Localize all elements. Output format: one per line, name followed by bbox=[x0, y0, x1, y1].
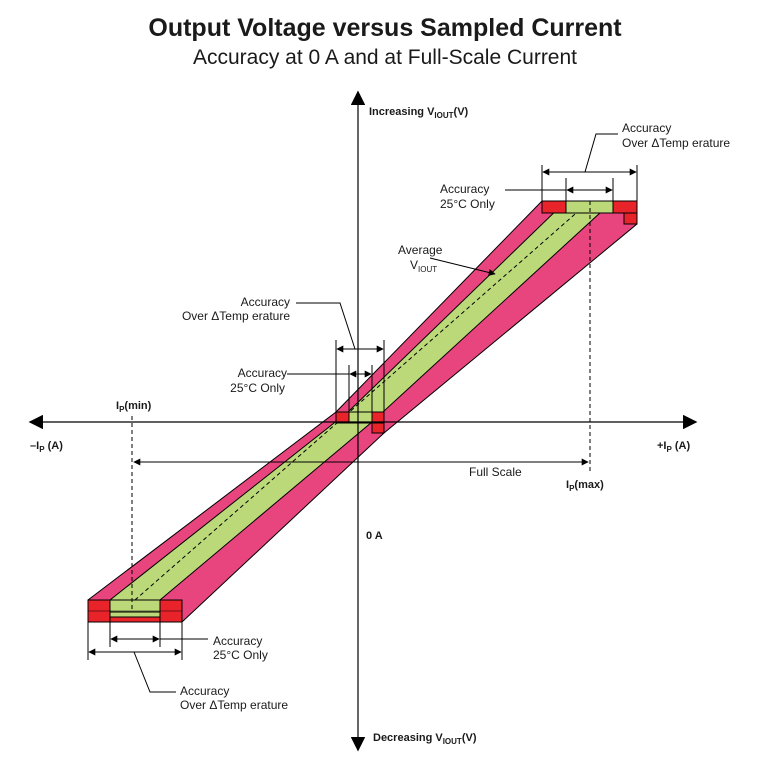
mid-dimension-lines bbox=[287, 302, 385, 412]
x-axis-left-label: –IP (A) bbox=[30, 440, 63, 454]
x-axis-right-label: +IP (A) bbox=[657, 440, 690, 454]
bottom-temp-accuracy-line1: Accuracy bbox=[180, 684, 229, 698]
mid-temp-accuracy-line1: Accuracy bbox=[241, 295, 290, 309]
bottom-error-box bbox=[87, 599, 183, 623]
ip-min-label: IP(min) bbox=[116, 400, 152, 414]
mid-25c-accuracy-line2: 25°C Only bbox=[230, 381, 285, 395]
bottom-dimension-lines bbox=[87, 622, 208, 693]
top-temp-accuracy-line1: Accuracy bbox=[622, 121, 671, 135]
origin-label: 0 A bbox=[366, 530, 383, 542]
top-dimension-lines bbox=[505, 133, 638, 201]
average-label-line2: VIOUT bbox=[410, 258, 437, 274]
mid-temp-accuracy-line2: Over ΔTemp erature bbox=[182, 309, 290, 323]
top-25c-accuracy-line2: 25°C Only bbox=[440, 197, 495, 211]
top-25c-accuracy-line1: Accuracy bbox=[440, 182, 489, 196]
ip-max-label: IP(max) bbox=[566, 479, 604, 493]
bottom-25c-accuracy-line1: Accuracy bbox=[213, 634, 262, 648]
diagram-title: Output Voltage versus Sampled Current bbox=[148, 14, 622, 42]
top-error-box bbox=[541, 200, 638, 225]
average-label-line1: Average bbox=[398, 243, 443, 257]
mid-25c-accuracy-line1: Accuracy bbox=[238, 366, 287, 380]
y-axis-bottom-label: Decreasing VIOUT(V) bbox=[373, 732, 477, 746]
bottom-temp-accuracy-line2: Over ΔTemp erature bbox=[180, 698, 288, 712]
top-temp-accuracy-line2: Over ΔTemp erature bbox=[622, 136, 730, 150]
diagram-subtitle: Accuracy at 0 A and at Full-Scale Curren… bbox=[192, 46, 578, 69]
average-pointer bbox=[429, 257, 496, 276]
room-temp-accuracy-band bbox=[108, 200, 615, 601]
bottom-25c-accuracy-line2: 25°C Only bbox=[213, 648, 268, 662]
full-scale-label: Full Scale bbox=[469, 465, 522, 479]
y-axis-top-label: Increasing VIOUT(V) bbox=[369, 106, 469, 120]
